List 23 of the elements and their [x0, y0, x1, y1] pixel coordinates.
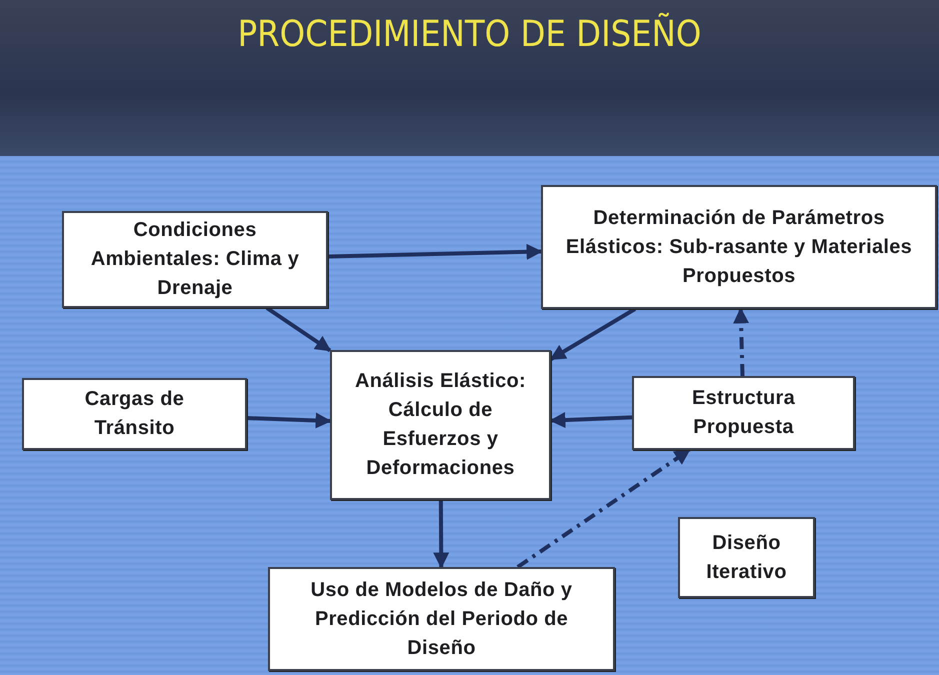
box-text: Cargas de Tránsito: [84, 387, 186, 441]
process-box: [330, 350, 551, 500]
process-box: [22, 378, 247, 450]
dashed-arrow: [733, 307, 750, 376]
arrow: [550, 307, 636, 361]
process-box: [678, 517, 815, 598]
arrow: [433, 500, 450, 569]
arrow: [246, 412, 332, 428]
arrow: [549, 412, 632, 428]
process-box: [62, 211, 328, 308]
box-text: Diseño Iterativo: [705, 530, 788, 584]
box-text: Uso de Modelos de Daño y Predicción del Periodo de Diseño: [310, 578, 574, 660]
process-box: [268, 567, 615, 671]
box-text: Determinación de Parámetros Elásticos: Sub-rasante y Materiales Propuestos: [564, 206, 914, 288]
process-box: [632, 376, 855, 450]
box-text: Estructura Propuesta: [690, 386, 796, 440]
box-text: Análisis Elástico: Cálculo de Esfuerzos y Deformaciones: [354, 369, 527, 481]
title: PROCEDIMIENTO DE DISEÑO: [238, 14, 702, 55]
dashed-arrow: [516, 448, 691, 569]
box-text: Condiciones Ambientales: Clima y Drenaje: [90, 218, 300, 301]
process-box: [541, 185, 937, 309]
arrow: [328, 244, 543, 260]
arrow: [266, 306, 332, 352]
